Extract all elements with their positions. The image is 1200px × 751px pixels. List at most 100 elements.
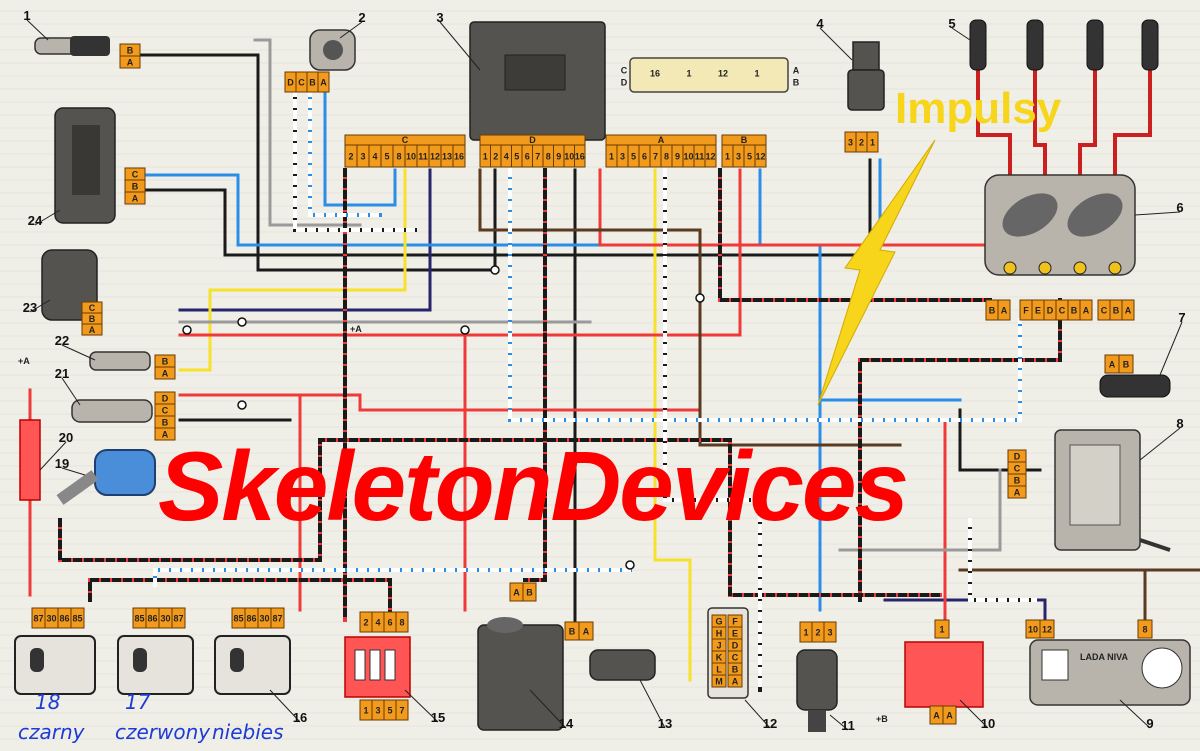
handwritten-note: czarny — [18, 720, 85, 744]
pin-label: 1 — [686, 69, 691, 79]
component-3-connector-view — [629, 57, 789, 93]
connector-c9b: 8 — [1137, 619, 1153, 639]
pin-label: 12 — [705, 152, 715, 162]
connector-pin — [866, 131, 879, 153]
pin-label: 1 — [483, 152, 488, 162]
pin-label: C — [1014, 464, 1021, 474]
pin-label: 12 — [430, 152, 440, 162]
handwritten-note: czerwony — [115, 720, 211, 744]
pin-label: B — [162, 357, 169, 367]
wire-red-black — [858, 298, 1062, 602]
pin-label: 87 — [173, 614, 183, 624]
pin-label: 3 — [375, 706, 380, 716]
pin-label: 1 — [754, 69, 759, 79]
pin-label: 2 — [859, 138, 864, 148]
pin-label: B — [89, 314, 96, 324]
pin-label: 4 — [375, 618, 380, 628]
component-22-sensor — [89, 351, 151, 371]
callout-leader — [639, 679, 666, 729]
pin-label: C — [132, 170, 139, 180]
component-number: 20 — [59, 430, 73, 445]
component-17-relay — [117, 635, 194, 695]
instrument-label: LADA NIVA — [1080, 652, 1128, 662]
connector-pin — [81, 323, 103, 336]
callout-leader — [29, 299, 51, 313]
component-number: 23 — [23, 300, 37, 315]
connector-letter: D — [529, 135, 536, 145]
pin-label: A — [946, 711, 953, 721]
component-4-sensor — [847, 41, 885, 111]
wire-black — [138, 158, 872, 257]
component-number: 16 — [293, 710, 307, 725]
wire-red-black — [58, 438, 942, 597]
pin-label: 4 — [372, 152, 377, 162]
component-24-sensor — [54, 107, 116, 224]
callout-leader — [819, 27, 853, 61]
wire-black-white — [293, 88, 417, 232]
pin-label: 9 — [556, 152, 561, 162]
component-19-throttle — [56, 449, 156, 505]
connector-header — [479, 134, 586, 146]
wire-red-black — [523, 168, 547, 582]
pin-label: 2 — [493, 152, 498, 162]
connector-pin — [997, 299, 1011, 321]
pin-label: 86 — [246, 614, 256, 624]
connector-c23: CBA — [81, 301, 103, 336]
component-number: 8 — [1176, 416, 1183, 431]
connector-pin — [119, 55, 141, 69]
wire-black — [138, 53, 497, 272]
connector-pin — [711, 674, 727, 688]
pin-label: 2 — [815, 628, 820, 638]
pin-label: B — [1071, 306, 1078, 316]
pin-label: 11 — [418, 152, 428, 162]
callout-leader — [339, 21, 363, 39]
pin-label: 7 — [399, 706, 404, 716]
junction-dot — [490, 265, 500, 275]
connector-pin — [823, 621, 837, 643]
component-number: 14 — [559, 716, 574, 731]
component-2-sensor — [309, 29, 356, 71]
pin-label: A — [1001, 306, 1008, 316]
impulse-arrow — [817, 139, 936, 406]
connector-letter: B — [741, 135, 748, 145]
pin-label: 7 — [653, 152, 658, 162]
connector-pin — [1137, 619, 1153, 639]
pin-label: 10 — [564, 152, 574, 162]
connector-c3b: AB — [793, 66, 800, 88]
component-number: 22 — [55, 333, 69, 348]
junction-dot — [695, 293, 705, 303]
wire-blue-white — [308, 88, 382, 217]
pin-label: B — [1113, 306, 1120, 316]
component-8-actuator — [1054, 429, 1171, 552]
connector-c1: BA — [119, 43, 141, 69]
pin-label: 30 — [46, 614, 56, 624]
plus-b-label: +B — [876, 714, 888, 724]
handwritten-note: niebies — [212, 720, 284, 744]
pin-label: L — [716, 665, 722, 675]
pin-label: 16 — [575, 152, 585, 162]
pin-label: 16 — [650, 69, 660, 79]
pin-label: 86 — [147, 614, 157, 624]
wire-black-white — [968, 518, 1037, 602]
pin-label: A — [127, 58, 134, 68]
pin-label: A — [793, 66, 800, 76]
connector-pin — [154, 366, 176, 380]
pin-label: D — [1047, 306, 1054, 316]
pin-label: C — [89, 303, 96, 313]
connector-pin — [171, 607, 186, 629]
pin-label: 10 — [406, 152, 416, 162]
component-10-relay — [904, 641, 984, 708]
pin-label: A — [89, 325, 96, 335]
pin-label: A — [933, 711, 940, 721]
connector-pin — [270, 607, 285, 629]
